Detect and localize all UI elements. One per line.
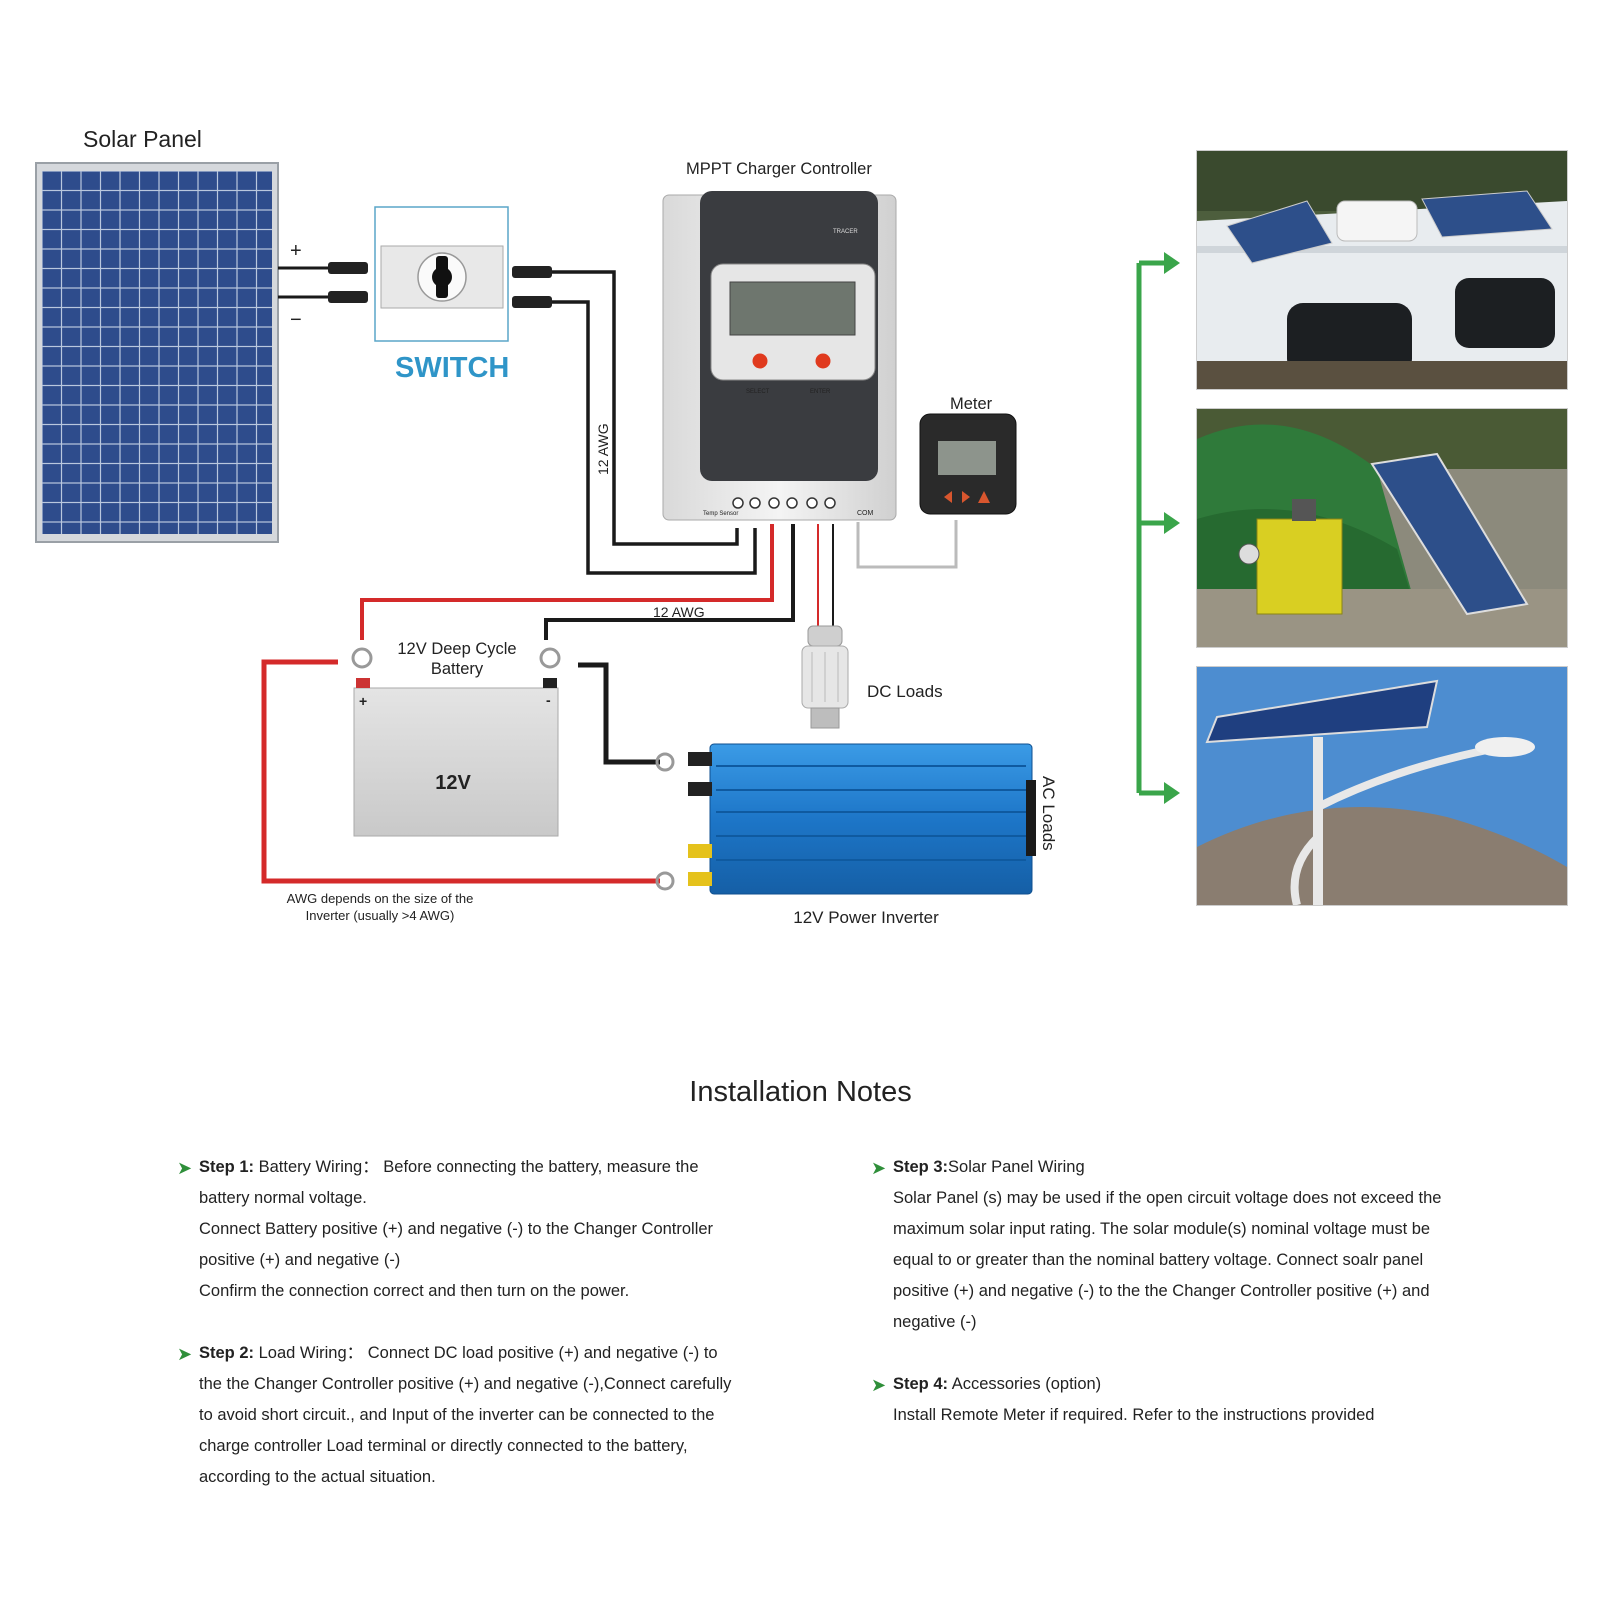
chevron-right-icon: ➤ [177,1344,193,1364]
inverter-label: 12V Power Inverter [793,908,939,927]
meter-cable [856,520,958,569]
dc-load-bulb [801,625,849,729]
battery-positive-terminal: + [359,693,367,709]
ac-loads-label: AC Loads [1039,776,1058,851]
step-2-note: ➤ Step 2: Load Wiring： Connect DC load p… [177,1338,732,1493]
power-inverter [688,743,1036,895]
controller-brand: TRACER [833,229,858,235]
awg-note-line1: AWG depends on the size of the [287,891,474,906]
com-port-label: COM [857,510,874,517]
step-3-heading: Step 3: [893,1158,949,1176]
battery-wires [360,524,795,640]
meter-label: Meter [950,395,993,413]
wiring-diagram: Solar Panel + − SWITCH 12 AWG MPPT Charg… [35,126,1180,927]
solar-panel [35,162,279,543]
step-2-line: according to the actual situation. [199,1468,436,1486]
step-1-heading: Step 1: [199,1158,255,1176]
step-3-line: Solar Panel (s) may be used if the open … [893,1189,1442,1207]
step-1-line: Confirm the connection correct and then … [199,1282,630,1300]
step-4-heading-rest: Accessories (option) [948,1375,1102,1393]
installation-notes-title: Installation Notes [689,1076,912,1108]
application-arrows [1136,260,1166,796]
step-1-line: Connect Battery positive (+) and negativ… [199,1220,714,1238]
dc-load-wires [817,524,834,626]
remote-meter [919,413,1017,515]
dc-switch [374,206,509,342]
battery [351,647,561,837]
chevron-right-icon: ➤ [871,1158,887,1178]
inverter-wires [261,659,675,891]
step-4-note: ➤ Step 4: Accessories (option) Install R… [871,1369,1375,1431]
rv-roof-solar-photo [1196,150,1568,390]
step-2-line: to avoid short circuit., and Input of th… [199,1406,715,1424]
step-3-heading-rest: Solar Panel Wiring [948,1158,1085,1176]
temp-sensor-port-label: Temp Sensor [703,511,738,517]
step-4-heading: Step 4: [893,1375,949,1393]
step-2-line: the the Changer Controller positive (+) … [199,1375,732,1393]
battery-label-line1: 12V Deep Cycle [397,640,516,658]
step-1-line: battery normal voltage. [199,1189,367,1207]
step-2-heading-rest: Load Wiring： Connect DC load positive (+… [254,1344,718,1362]
mppt-controller [662,191,897,521]
step-3-note: ➤ Step 3:Solar Panel Wiring Solar Panel … [871,1152,1442,1338]
solar-street-light-photo [1196,666,1568,906]
solar-panel-label: Solar Panel [83,126,202,152]
negative-sign: − [290,309,302,331]
arrow-heads [1164,252,1180,804]
step-2-line: charge controller Load terminal or direc… [199,1437,688,1455]
chevron-right-icon: ➤ [871,1375,887,1395]
chevron-right-icon: ➤ [177,1158,193,1178]
switch-label: SWITCH [395,352,509,384]
switch-output-wires [512,266,757,575]
wire-gauge-horizontal-label: 12 AWG [653,604,705,620]
wire-gauge-vertical-label: 12 AWG [595,423,611,475]
step-1-heading-rest: Battery Wiring： Before connecting the ba… [254,1158,699,1176]
camping-solar-photo [1196,408,1568,648]
step-2-heading: Step 2: [199,1344,255,1362]
dc-loads-label: DC Loads [867,682,943,701]
step-3-line: positive (+) and negative (-) to the the… [893,1282,1430,1300]
enter-button-label: ENTER [810,389,831,395]
awg-note-line2: Inverter (usually >4 AWG) [306,908,455,923]
step-1-note: ➤ Step 1: Battery Wiring： Before connect… [177,1152,714,1307]
panel-leads [278,262,368,303]
battery-label-line2: Battery [431,660,484,678]
step-4-line: Install Remote Meter if required. Refer … [893,1406,1375,1424]
step-1-line: positive (+) and negative (-) [199,1251,401,1269]
battery-negative-terminal: - [546,692,551,708]
positive-sign: + [290,240,302,262]
step-3-line: equal to or greater than the nominal bat… [893,1251,1424,1269]
step-3-line: maximum solar input rating. The solar mo… [893,1220,1431,1238]
controller-label: MPPT Charger Controller [686,160,872,178]
select-button-label: SELECT [746,389,770,395]
step-3-line: negative (-) [893,1313,977,1331]
battery-voltage-label: 12V [435,772,471,794]
